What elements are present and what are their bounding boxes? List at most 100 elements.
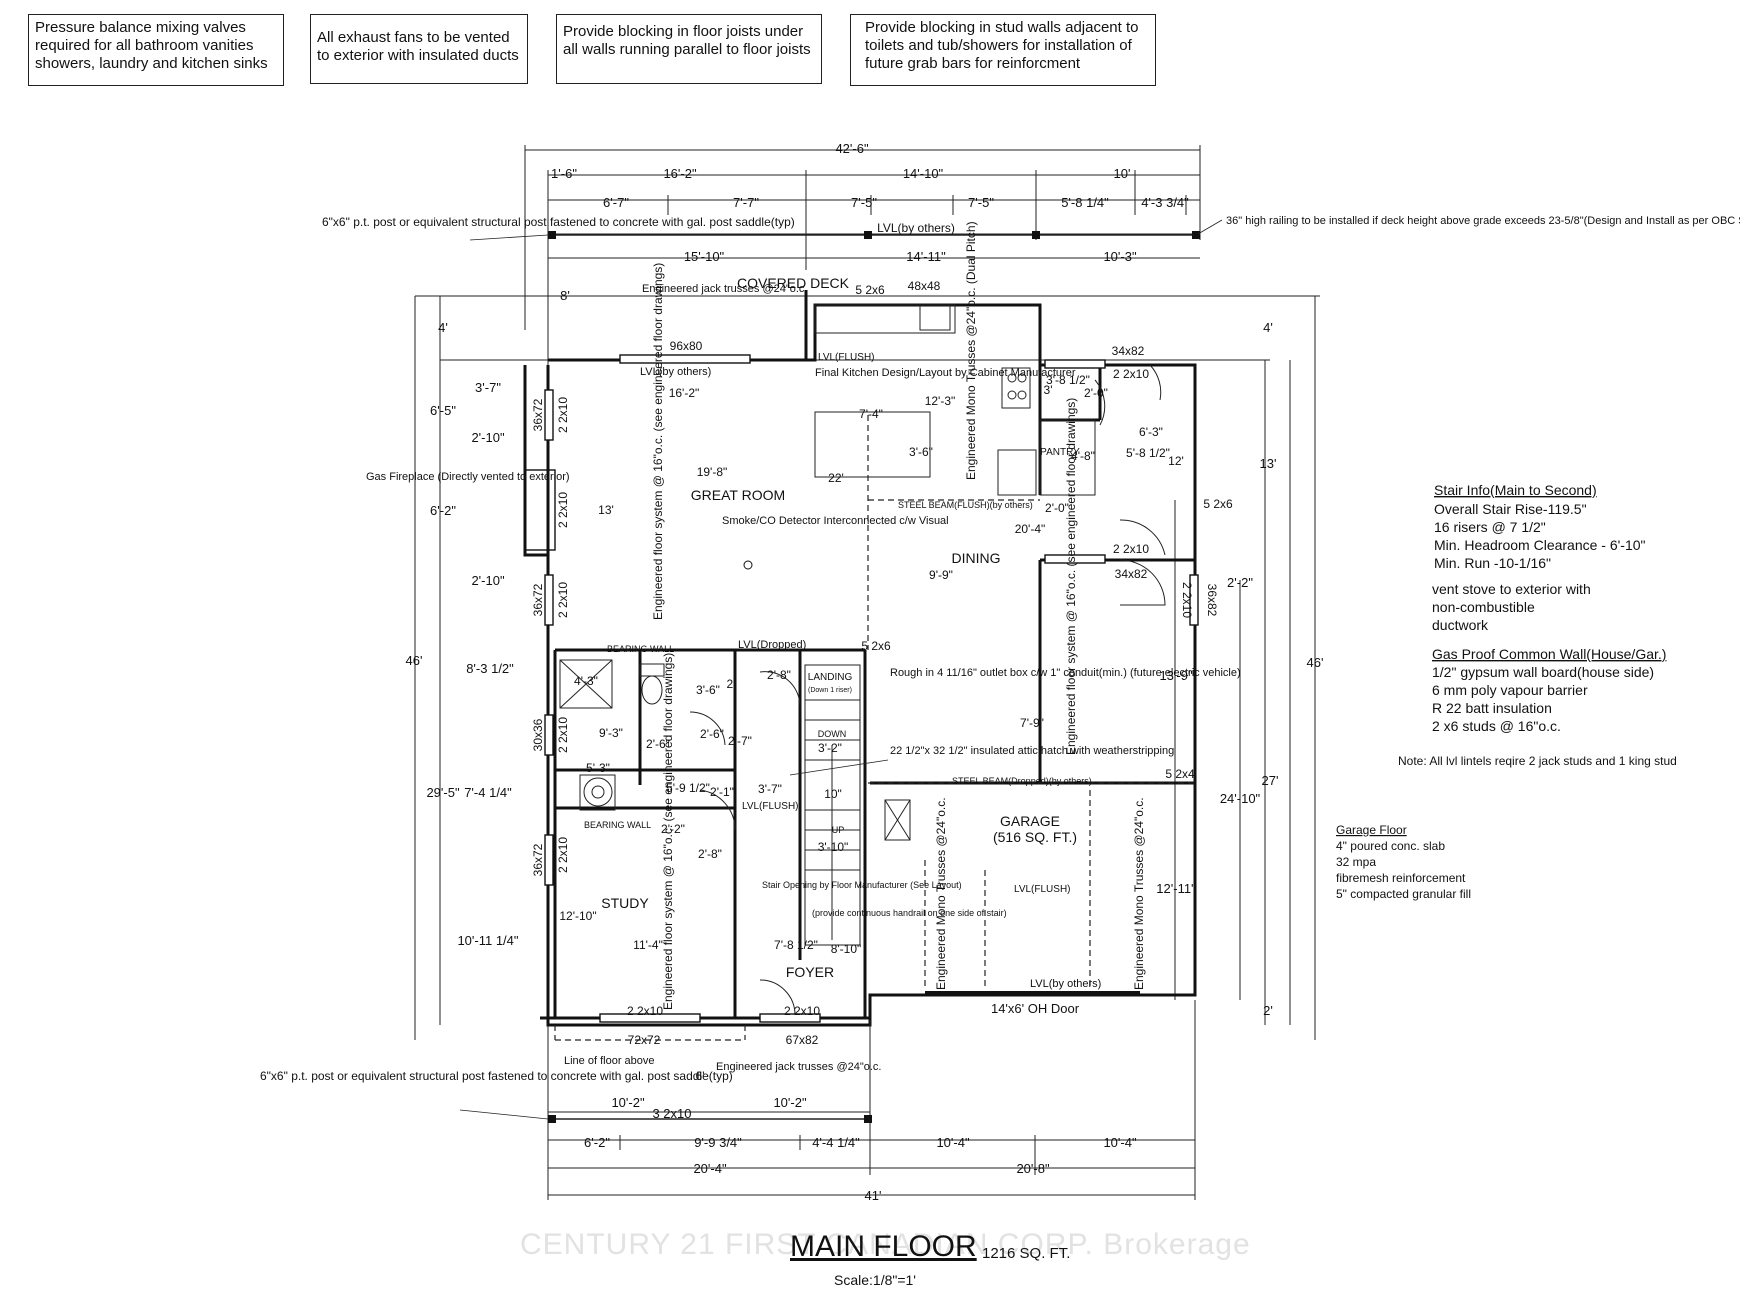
note-text: All exhaust fans to be vented to exterio… — [317, 29, 519, 64]
dim-right-13: 13' — [1260, 456, 1277, 471]
dim-great-w: 16'-2" — [669, 386, 700, 400]
callout-lvl-flush-1: LVL(FLUSH) — [742, 801, 799, 812]
callout-gas-fireplace: Gas Fireplace (Directly vented to exteri… — [366, 471, 570, 483]
framing-12: 5 2x6 — [861, 639, 891, 653]
callout-mono-kitchen: Engineered Mono Trusses @24"o.c. (Dual P… — [964, 221, 978, 480]
callout-rough-in: Rough in 4 11/16" outlet box c/w 1" cond… — [890, 667, 1241, 679]
interior-hidden-lines — [554, 415, 1195, 1041]
dim-bot-r2-2: 9'-9 3/4" — [694, 1135, 742, 1150]
callout-lvl-flush-2: LVL(FLUSH) — [1014, 884, 1071, 895]
stair-info: Stair Info(Main to Second) Overall Stair… — [1434, 482, 1646, 571]
dim-dining-w: 20'-4" — [1015, 522, 1046, 536]
dim-left-7-4: 7'-4 1/4" — [464, 785, 512, 800]
dim-bath-5: 5'-3" — [586, 761, 610, 775]
smoke-detector-icon — [743, 560, 753, 570]
callout-floor-system-1: Engineered floor system @ 16"o.c. (see e… — [651, 263, 665, 620]
callout-lvl-dropped: LVL(Dropped) — [738, 639, 806, 651]
dim-pantry-2a: 2'-0" — [1084, 386, 1108, 400]
garage-floor-3: fibremesh reinforcement — [1336, 871, 1466, 885]
callout-railing: 36" high railing to be installed if deck… — [1226, 215, 1740, 227]
dim-bath-4: 4'-3" — [574, 674, 598, 688]
dim-right-46: 46' — [1307, 655, 1324, 670]
framing-14: 2 2x10 — [784, 1004, 820, 1018]
dim-left-29-5: 29'-5" — [426, 785, 460, 800]
garage-floor-2: 32 mpa — [1336, 855, 1376, 869]
callout-stair-opening: Stair Opening by Floor Manufacturer (See… — [762, 880, 962, 890]
vent-note: vent stove to exterior with non-combusti… — [1432, 581, 1591, 633]
left-dim-labels: 8' 4' 3'-7" 6'-5" 2'-10" 6'-2" 2'-10" 8'… — [406, 288, 570, 948]
opening-3: 30x36 — [531, 718, 545, 751]
callout-mono-2: Engineered Mono Trusses @24"o.c. — [1132, 797, 1146, 990]
dim-foyer-8: 8'-10" — [831, 942, 862, 956]
room-pantry: PANTRY — [1040, 447, 1080, 458]
dim-bot-r3-1: 20'-4" — [693, 1161, 727, 1176]
room-down: DOWN — [818, 729, 847, 739]
gas-proof-4: 2 x6 studs @ 16"o.c. — [1432, 718, 1561, 734]
framing-2: 2 2x10 — [556, 492, 570, 528]
dim-bot-r2-5: 10'-4" — [1103, 1135, 1137, 1150]
callout-handrail: (provide continuous handrail on one side… — [812, 908, 1007, 918]
dim-top-r4-3: 10'-3" — [1103, 249, 1137, 264]
stair-info-3: Min. Headroom Clearance - 6'-10" — [1434, 537, 1646, 553]
dim-top-r4-1: 15'-10" — [684, 249, 725, 264]
dim-stair-3a: 3'-2" — [818, 741, 842, 755]
callout-bearing-2: BEARING WALL — [584, 820, 651, 830]
oh-door-label: 14'x6' OH Door — [991, 1001, 1080, 1016]
callout-post-bottom: 6"x6" p.t. post or equivalent structural… — [260, 1069, 733, 1083]
framing-labels: 2 2x10 2 2x10 2 2x10 2 2x10 2 2x10 2 2x1… — [556, 283, 1233, 1018]
dim-landing-2: 2' — [727, 677, 736, 691]
opening-2: 36x72 — [531, 583, 545, 616]
dim-top-r3-5: 5'-8 1/4" — [1061, 195, 1109, 210]
room-covered-deck: COVERED DECK — [737, 275, 850, 291]
room-great-room: GREAT ROOM — [691, 487, 785, 503]
dim-right-2-2: 2'-2" — [1227, 575, 1253, 590]
opening-10: 72x72 — [628, 1033, 661, 1047]
opening-11: 67x82 — [786, 1033, 819, 1047]
deck-beam: LVL(by others) — [548, 221, 1200, 239]
dim-top-r2-1: 1'-6" — [551, 166, 577, 181]
kitchen-fixtures — [814, 304, 1096, 496]
framing-4: 2 2x10 — [556, 717, 570, 753]
dim-pantry-2b: 2'-0" — [1045, 501, 1069, 515]
watermark: CENTURY 21 FIRST CANADIAN CORP. Brokerag… — [520, 1228, 1251, 1261]
garage-floor-4: 5" compacted granular fill — [1336, 887, 1471, 901]
vent-note-1: vent stove to exterior with — [1432, 581, 1591, 597]
dim-bot-r1-1: 10'-2" — [611, 1095, 645, 1110]
dim-hall-3: 3'-7" — [758, 782, 782, 796]
gas-proof: Gas Proof Common Wall(House/Gar.) 1/2" g… — [1432, 646, 1666, 734]
dim-stair-3b: 3'-10" — [818, 840, 849, 854]
dim-hall-2: 2'-1" — [710, 785, 734, 799]
note-box-blocking-joists: Provide blocking in floor joists under a… — [556, 14, 822, 84]
gas-proof-2: 6 mm poly vapour barrier — [1432, 682, 1588, 698]
framing-11: 5 2x6 — [1203, 497, 1233, 511]
note-box-mixing-valves: Pressure balance mixing valves required … — [28, 14, 284, 86]
callout-floor-system-3: Engineered floor system @ 16"o.c. (see e… — [661, 653, 675, 1010]
callout-post-top: 6"x6" p.t. post or equivalent structural… — [322, 215, 795, 229]
opening-7: 34x82 — [1112, 344, 1145, 358]
lvl-others-top: LVL(by others) — [877, 221, 955, 235]
note-box-blocking-studs: Provide blocking in stud walls adjacent … — [850, 14, 1156, 86]
dim-right-2: 2' — [1263, 1003, 1273, 1018]
dim-bot-r3-2: 20'-8" — [1016, 1161, 1050, 1176]
callout-mono-1: Engineered Mono Trusses @24"o.c. — [934, 797, 948, 990]
callout-jack-bottom: Engineered jack trusses @24"o.c. — [716, 1061, 882, 1073]
opening-labels: 36x72 36x72 30x36 36x72 96x80 48x48 34x8… — [531, 279, 1219, 1047]
callout-jack-top: Engineered jack trusses @24"o.c. — [642, 283, 808, 295]
framing-1: 2 2x10 — [556, 397, 570, 433]
dim-left-46: 46' — [406, 653, 423, 668]
dim-pantry-3: 3'-8 1/2" — [1046, 373, 1090, 387]
stair-info-4: Min. Run -10-1/16" — [1434, 555, 1551, 571]
dim-left-8: 8' — [560, 288, 570, 303]
callout-text: 6"x6" p.t. post or equivalent structural… — [260, 215, 1740, 1083]
dim-bot-overall: 41' — [865, 1188, 882, 1203]
bottom-dim-labels: 10'-2" 10'-2" 6'-2" 9'-9 3/4" 4'-4 1/4" … — [584, 1095, 1137, 1203]
dim-bath-9: 9'-3" — [599, 726, 623, 740]
lvl-note: Note: All lvl lintels reqire 2 jack stud… — [1398, 754, 1677, 768]
opening-1: 36x72 — [531, 398, 545, 431]
note-text: Provide blocking in stud walls adjacent … — [865, 19, 1139, 72]
garage-floor-heading: Garage Floor — [1336, 823, 1407, 837]
dim-left-8-3: 8'-3 1/2" — [466, 661, 514, 676]
opening-8: 34x82 — [1115, 567, 1148, 581]
dim-right-27: 27' — [1262, 773, 1279, 788]
